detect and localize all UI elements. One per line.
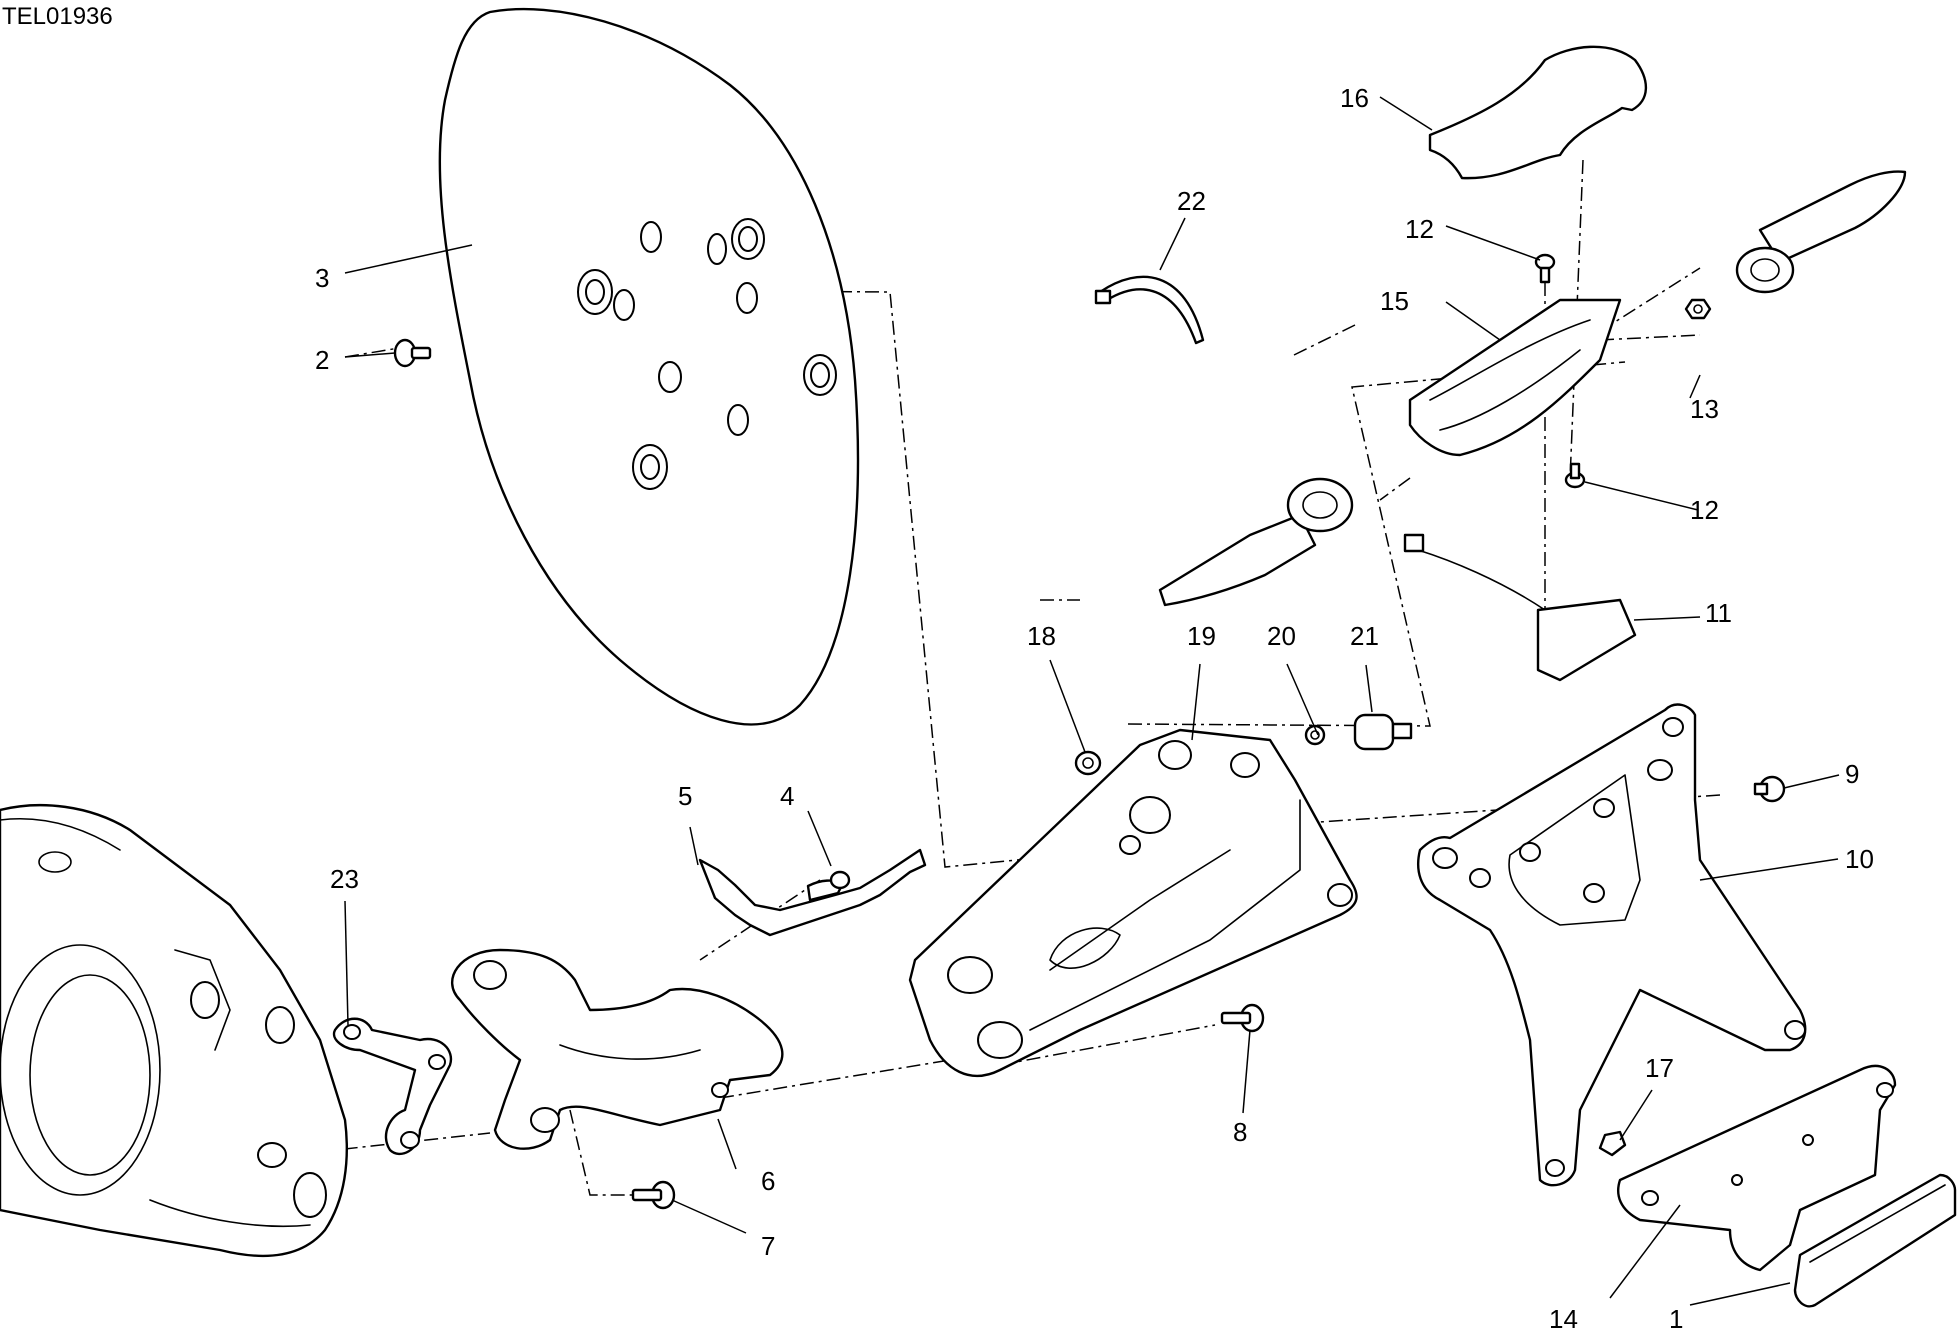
nut-17 xyxy=(1598,1130,1627,1157)
callout-17: 17 xyxy=(1645,1053,1674,1083)
screw-7 xyxy=(631,1180,676,1210)
callout-12-top: 12 xyxy=(1405,214,1434,244)
screw-12-top xyxy=(1534,253,1556,284)
callout-1: 1 xyxy=(1669,1304,1683,1334)
screw-8 xyxy=(1220,1003,1265,1033)
frame-swingarm xyxy=(0,803,348,1258)
callout-labels: 1 2 3 4 5 6 7 8 9 10 11 12 12 13 14 15 1… xyxy=(315,83,1874,1334)
bushing-21 xyxy=(1353,713,1413,751)
screw-2 xyxy=(393,338,432,368)
callout-12-bottom: 12 xyxy=(1690,495,1719,525)
callout-4: 4 xyxy=(780,781,794,811)
nut-18 xyxy=(1074,750,1102,776)
turn-indicator-left xyxy=(1158,477,1354,607)
callout-18: 18 xyxy=(1027,621,1056,651)
cover-16 xyxy=(1428,45,1648,180)
callout-9: 9 xyxy=(1845,759,1859,789)
support-bracket xyxy=(908,728,1358,1078)
callout-7: 7 xyxy=(761,1231,775,1261)
document-code: TEL01936 xyxy=(2,3,113,30)
plate-23 xyxy=(332,1017,453,1156)
callout-15: 15 xyxy=(1380,286,1409,316)
callout-20: 20 xyxy=(1267,621,1296,651)
plate-bracket-14 xyxy=(1617,1064,1897,1272)
callout-22: 22 xyxy=(1177,186,1206,216)
plate-shield xyxy=(438,7,860,726)
callout-21: 21 xyxy=(1350,621,1379,651)
callout-3: 3 xyxy=(315,263,329,293)
bracket-6 xyxy=(450,948,784,1150)
callout-8: 8 xyxy=(1233,1117,1247,1147)
callout-5: 5 xyxy=(678,781,692,811)
cable-tie-22 xyxy=(1094,275,1205,345)
callout-13: 13 xyxy=(1690,394,1719,424)
plate-light-11 xyxy=(1403,533,1637,682)
callout-14: 14 xyxy=(1549,1304,1578,1334)
plate-holder-10 xyxy=(1417,703,1807,1187)
leader-lines xyxy=(344,96,1840,1306)
callout-16: 16 xyxy=(1340,83,1369,113)
screw-12-bottom xyxy=(1564,462,1586,489)
callout-6: 6 xyxy=(761,1166,775,1196)
callout-19: 19 xyxy=(1187,621,1216,651)
nut-13 xyxy=(1684,298,1712,320)
turn-indicator-right xyxy=(1735,170,1907,294)
callout-10: 10 xyxy=(1845,844,1874,874)
bolt-9 xyxy=(1753,775,1786,803)
callout-11: 11 xyxy=(1705,598,1732,628)
reflector-1 xyxy=(1793,1173,1957,1308)
washer-20 xyxy=(1304,724,1326,746)
callout-2: 2 xyxy=(315,345,329,375)
callout-23: 23 xyxy=(330,864,359,894)
cable-guide-4-5 xyxy=(698,848,927,937)
bracket-15 xyxy=(1408,298,1622,457)
